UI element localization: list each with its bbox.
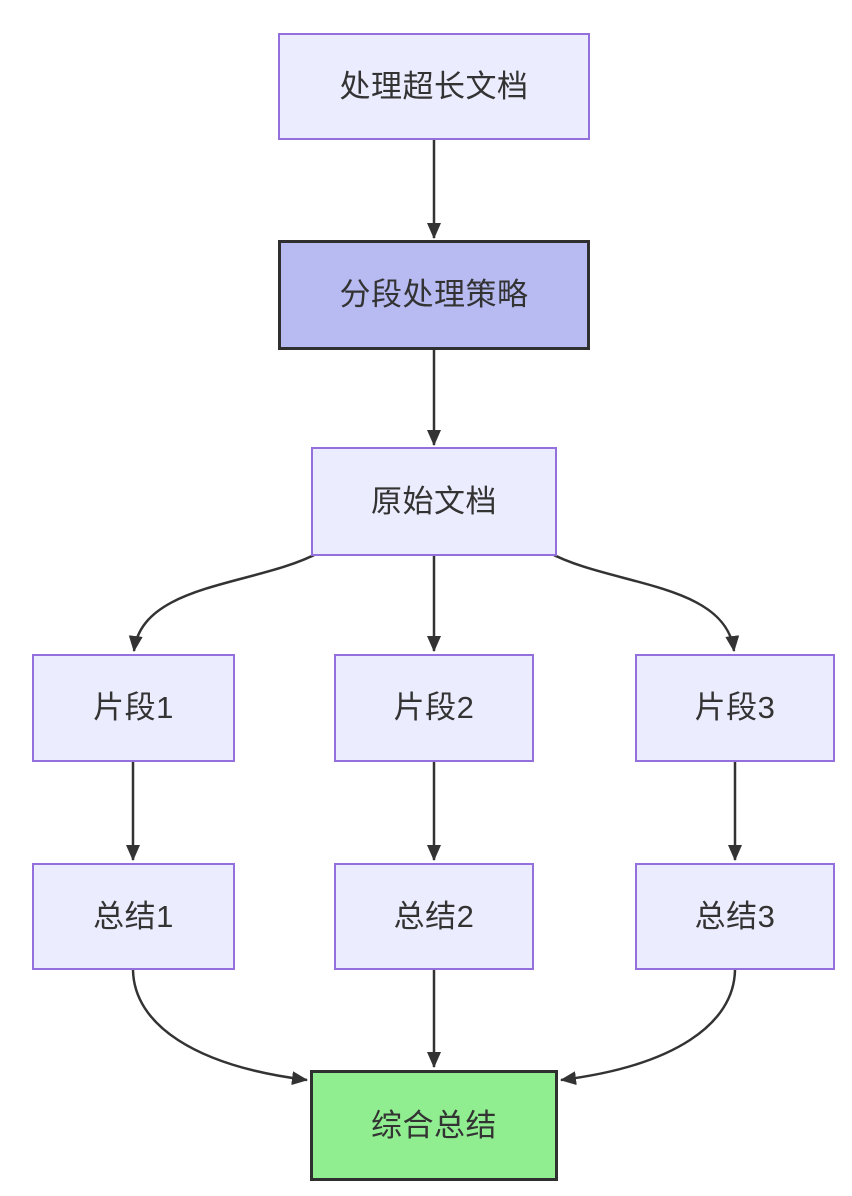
node-label: 总结1 (93, 898, 174, 934)
node-label: 总结3 (694, 898, 776, 934)
node-label: 分段处理策略 (339, 277, 529, 313)
node-summary-1: 总结1 (32, 863, 235, 970)
edge-C-F (547, 550, 740, 652)
node-label: 片段2 (393, 690, 475, 726)
node-label: 总结2 (393, 898, 475, 934)
node-label: 原始文档 (371, 483, 497, 519)
node-label: 片段3 (694, 690, 776, 726)
node-label: 综合总结 (371, 1107, 497, 1143)
edge-I-J (560, 969, 737, 1086)
node-original-document: 原始文档 (311, 447, 557, 556)
node-label: 片段1 (93, 690, 174, 726)
node-segmentation-strategy: 分段处理策略 (278, 240, 590, 350)
node-label: 处理超长文档 (339, 68, 529, 104)
edge-G-J (131, 969, 308, 1086)
node-fragment-2: 片段2 (334, 654, 534, 762)
node-process-long-document: 处理超长文档 (278, 33, 590, 140)
edge-C-D (128, 550, 321, 652)
node-fragment-3: 片段3 (635, 654, 835, 762)
node-summary-2: 总结2 (334, 863, 534, 970)
node-fragment-1: 片段1 (32, 654, 235, 762)
node-summary-3: 总结3 (635, 863, 835, 970)
node-combined-summary: 综合总结 (310, 1070, 558, 1181)
